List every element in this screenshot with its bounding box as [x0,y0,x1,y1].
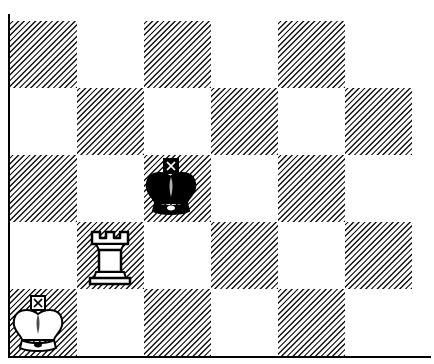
dark-square [144,21,211,88]
dark-square [345,222,412,289]
white-king-icon [8,294,68,354]
light-square [211,21,278,88]
white-rook-icon [80,226,140,286]
dark-square [345,88,412,155]
dark-square [211,88,278,155]
light-square [211,289,278,356]
light-square [77,155,144,222]
board-border-left [8,14,10,356]
light-square [144,222,211,289]
light-square [10,88,77,155]
dark-square [77,88,144,155]
light-square [345,155,412,222]
light-square [278,88,345,155]
light-square [77,21,144,88]
light-square [144,88,211,155]
dark-square [278,155,345,222]
light-square [211,155,278,222]
dark-square [278,21,345,88]
dark-square [144,289,211,356]
dark-square [211,222,278,289]
dark-square [278,289,345,356]
light-square [10,222,77,289]
light-square [345,21,412,88]
dark-square [10,155,77,222]
board-border-bottom [8,356,431,358]
light-square [77,289,144,356]
light-square [345,289,412,356]
dark-square [10,21,77,88]
light-square [278,222,345,289]
black-king-icon [141,157,201,217]
